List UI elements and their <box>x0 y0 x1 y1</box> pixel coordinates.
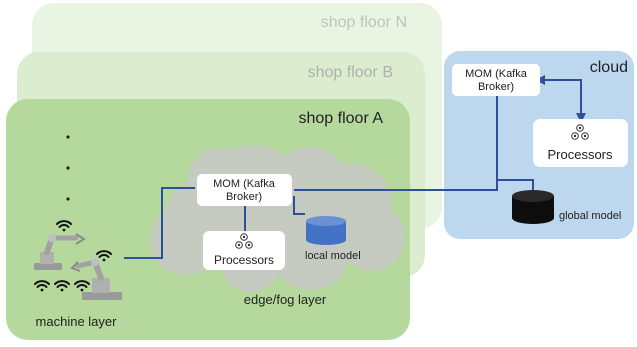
cloud-broker-to-global-db-link <box>497 179 534 190</box>
local-model-database: local model <box>305 216 361 262</box>
edge-fog-layer-label: edge/fog layer <box>244 292 327 307</box>
edge-mom-broker-box: MOM (Kafka Broker) <box>197 174 292 206</box>
local-model-label: local model <box>305 250 361 262</box>
database-icon <box>306 216 346 245</box>
edge-mom-line2: Broker) <box>226 191 262 203</box>
shop-floor-n-label: shop floor N <box>321 14 407 31</box>
edge-mom-line1: MOM (Kafka <box>213 178 276 190</box>
cloud-mom-line1: MOM (Kafka <box>465 68 528 80</box>
cloud-mom-broker-box: MOM (Kafka Broker) <box>452 64 540 96</box>
cloud-mom-line2: Broker) <box>478 81 514 93</box>
database-icon <box>512 190 554 224</box>
cloud-processors-box: Processors <box>533 119 628 167</box>
more-machines-ellipsis <box>66 135 70 201</box>
edge-to-cloud-link <box>294 95 498 191</box>
edge-processors-box: Processors <box>203 231 285 270</box>
machine-robots <box>34 220 122 300</box>
shop-floor-b-label: shop floor B <box>308 64 393 81</box>
shop-floor-a-label: shop floor A <box>299 110 384 127</box>
machine-to-edge-link <box>124 187 195 259</box>
global-model-label: global model <box>559 210 621 222</box>
robot-arm-icon <box>34 233 86 270</box>
global-model-database: global model <box>512 190 621 224</box>
edge-broker-to-local-db-link <box>293 196 305 215</box>
edge-processors-label: Processors <box>214 253 274 267</box>
connections <box>124 75 586 259</box>
robot-arm-icon <box>70 258 122 300</box>
cloud-broker-to-processors-link <box>535 75 586 123</box>
cloud-processors-label: Processors <box>547 147 613 162</box>
machine-layer-label: machine layer <box>36 314 118 329</box>
cloud-title: cloud <box>590 59 628 76</box>
